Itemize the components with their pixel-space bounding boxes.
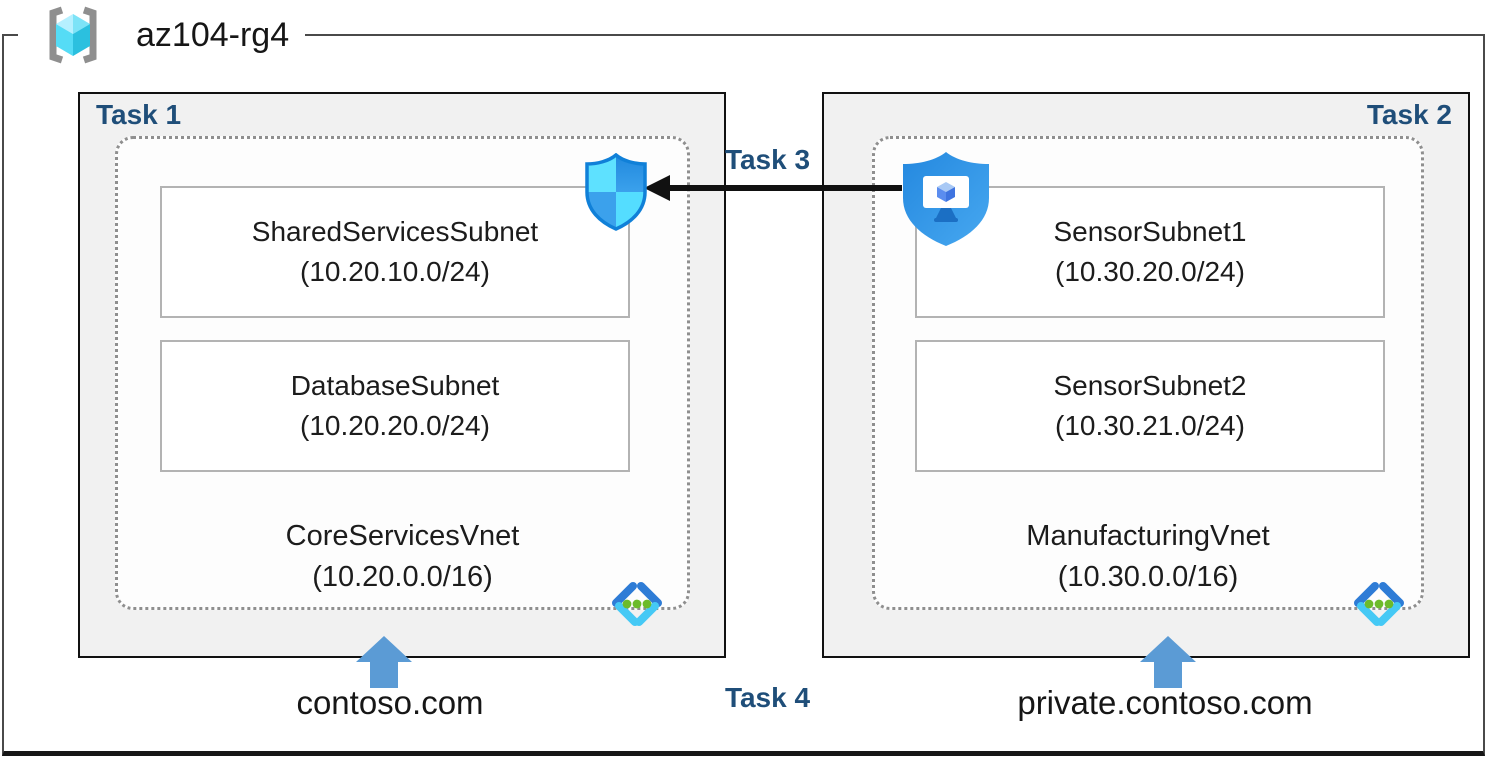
resource-group-name: az104-rg4 (136, 16, 290, 54)
frame-label-gap (18, 31, 305, 39)
up-arrow-icon (1140, 636, 1196, 688)
virtual-network-icon (612, 582, 662, 626)
sensor-subnet-2: SensorSubnet2 (10.30.21.0/24) (915, 340, 1385, 472)
manufacturing-vnet-label: ManufacturingVnet (10.30.0.0/16) (872, 516, 1424, 598)
left-arrow-icon (644, 175, 902, 201)
nsg-shield-icon (585, 153, 647, 231)
vnet-cidr: (10.30.0.0/16) (1057, 561, 1239, 593)
subnet-name: DatabaseSubnet (290, 370, 500, 401)
vnet-name: ManufacturingVnet (1026, 520, 1270, 552)
bastion-shield-icon (903, 152, 989, 246)
virtual-network-icon (1354, 582, 1404, 626)
core-services-vnet-label: CoreServicesVnet (10.20.0.0/16) (115, 516, 690, 598)
dns-domain-right: private.contoso.com (1017, 684, 1313, 721)
subnet-cidr: (10.20.10.0/24) (300, 256, 490, 287)
subnet-name: SensorSubnet1 (1053, 216, 1247, 247)
task4-label: Task 4 (724, 682, 811, 713)
subnet-cidr: (10.30.20.0/24) (1055, 256, 1245, 287)
subnet-name: SharedServicesSubnet (251, 216, 539, 247)
dns-domain-left: contoso.com (296, 684, 484, 721)
subnet-cidr: (10.30.21.0/24) (1055, 410, 1245, 441)
up-arrow-icon (356, 636, 412, 688)
task3-label: Task 3 (724, 144, 811, 175)
subnet-cidr: (10.20.20.0/24) (300, 410, 490, 441)
vnet-name: CoreServicesVnet (285, 520, 520, 552)
shared-services-subnet: SharedServicesSubnet (10.20.10.0/24) (160, 186, 630, 318)
vnet-cidr: (10.20.0.0/16) (312, 561, 493, 593)
sensor-subnet-1: SensorSubnet1 (10.30.20.0/24) (915, 186, 1385, 318)
task1-label: Task 1 (96, 99, 182, 130)
cube-glyph (937, 182, 955, 202)
resource-group-frame (2, 34, 1485, 756)
task2-label: Task 2 (1366, 99, 1452, 130)
database-subnet: DatabaseSubnet (10.20.20.0/24) (160, 340, 630, 472)
subnet-name: SensorSubnet2 (1053, 370, 1247, 401)
resource-group-icon (49, 6, 97, 64)
